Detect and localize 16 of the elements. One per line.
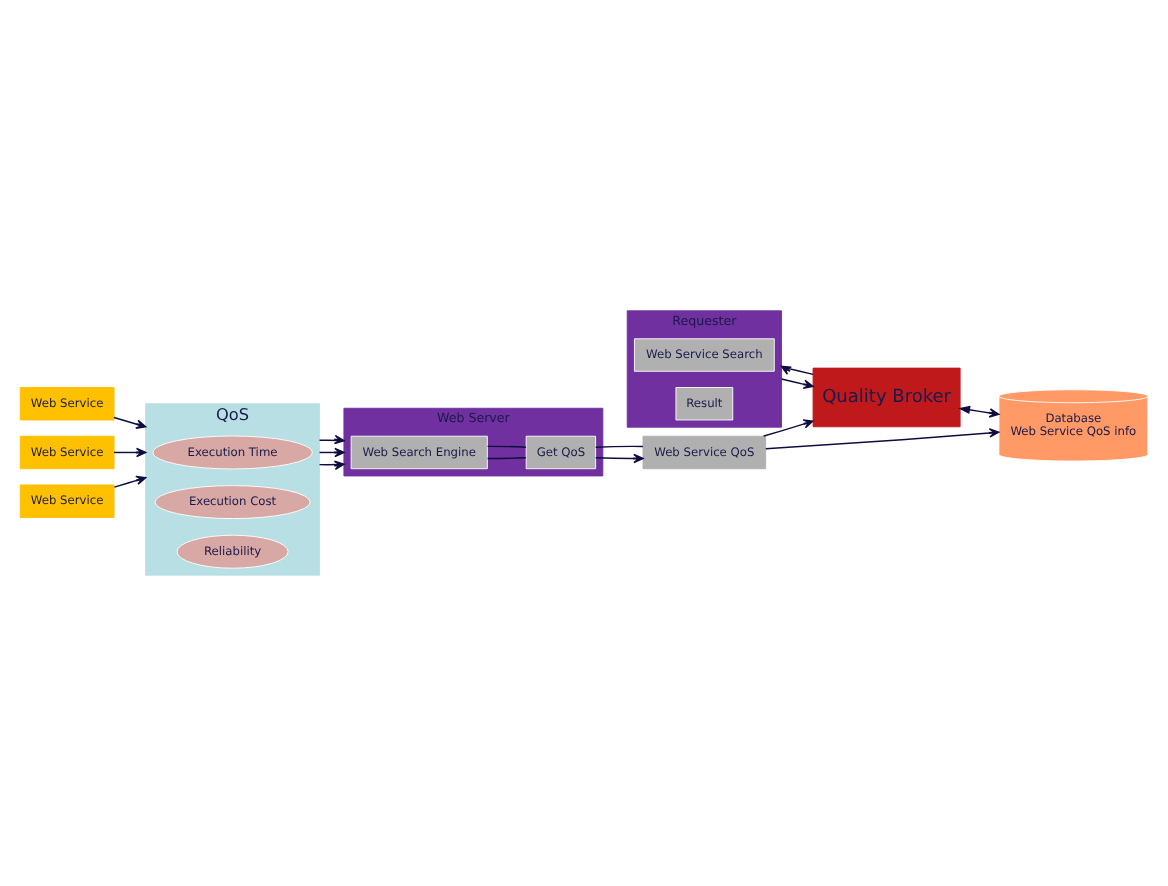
arrow (318, 460, 345, 471)
arrow (762, 419, 814, 437)
arrow (113, 416, 147, 429)
arrow (765, 428, 1000, 450)
arrow (113, 447, 147, 458)
arrow (113, 475, 147, 488)
arrow (780, 378, 814, 390)
arrow (318, 434, 345, 445)
connector (486, 457, 527, 460)
node-box: Quality Broker (812, 367, 961, 428)
arrow (318, 447, 345, 458)
arrow (958, 405, 1000, 418)
connector (486, 445, 527, 448)
connector (595, 445, 644, 448)
arrow (595, 453, 644, 464)
arrow (780, 365, 814, 376)
